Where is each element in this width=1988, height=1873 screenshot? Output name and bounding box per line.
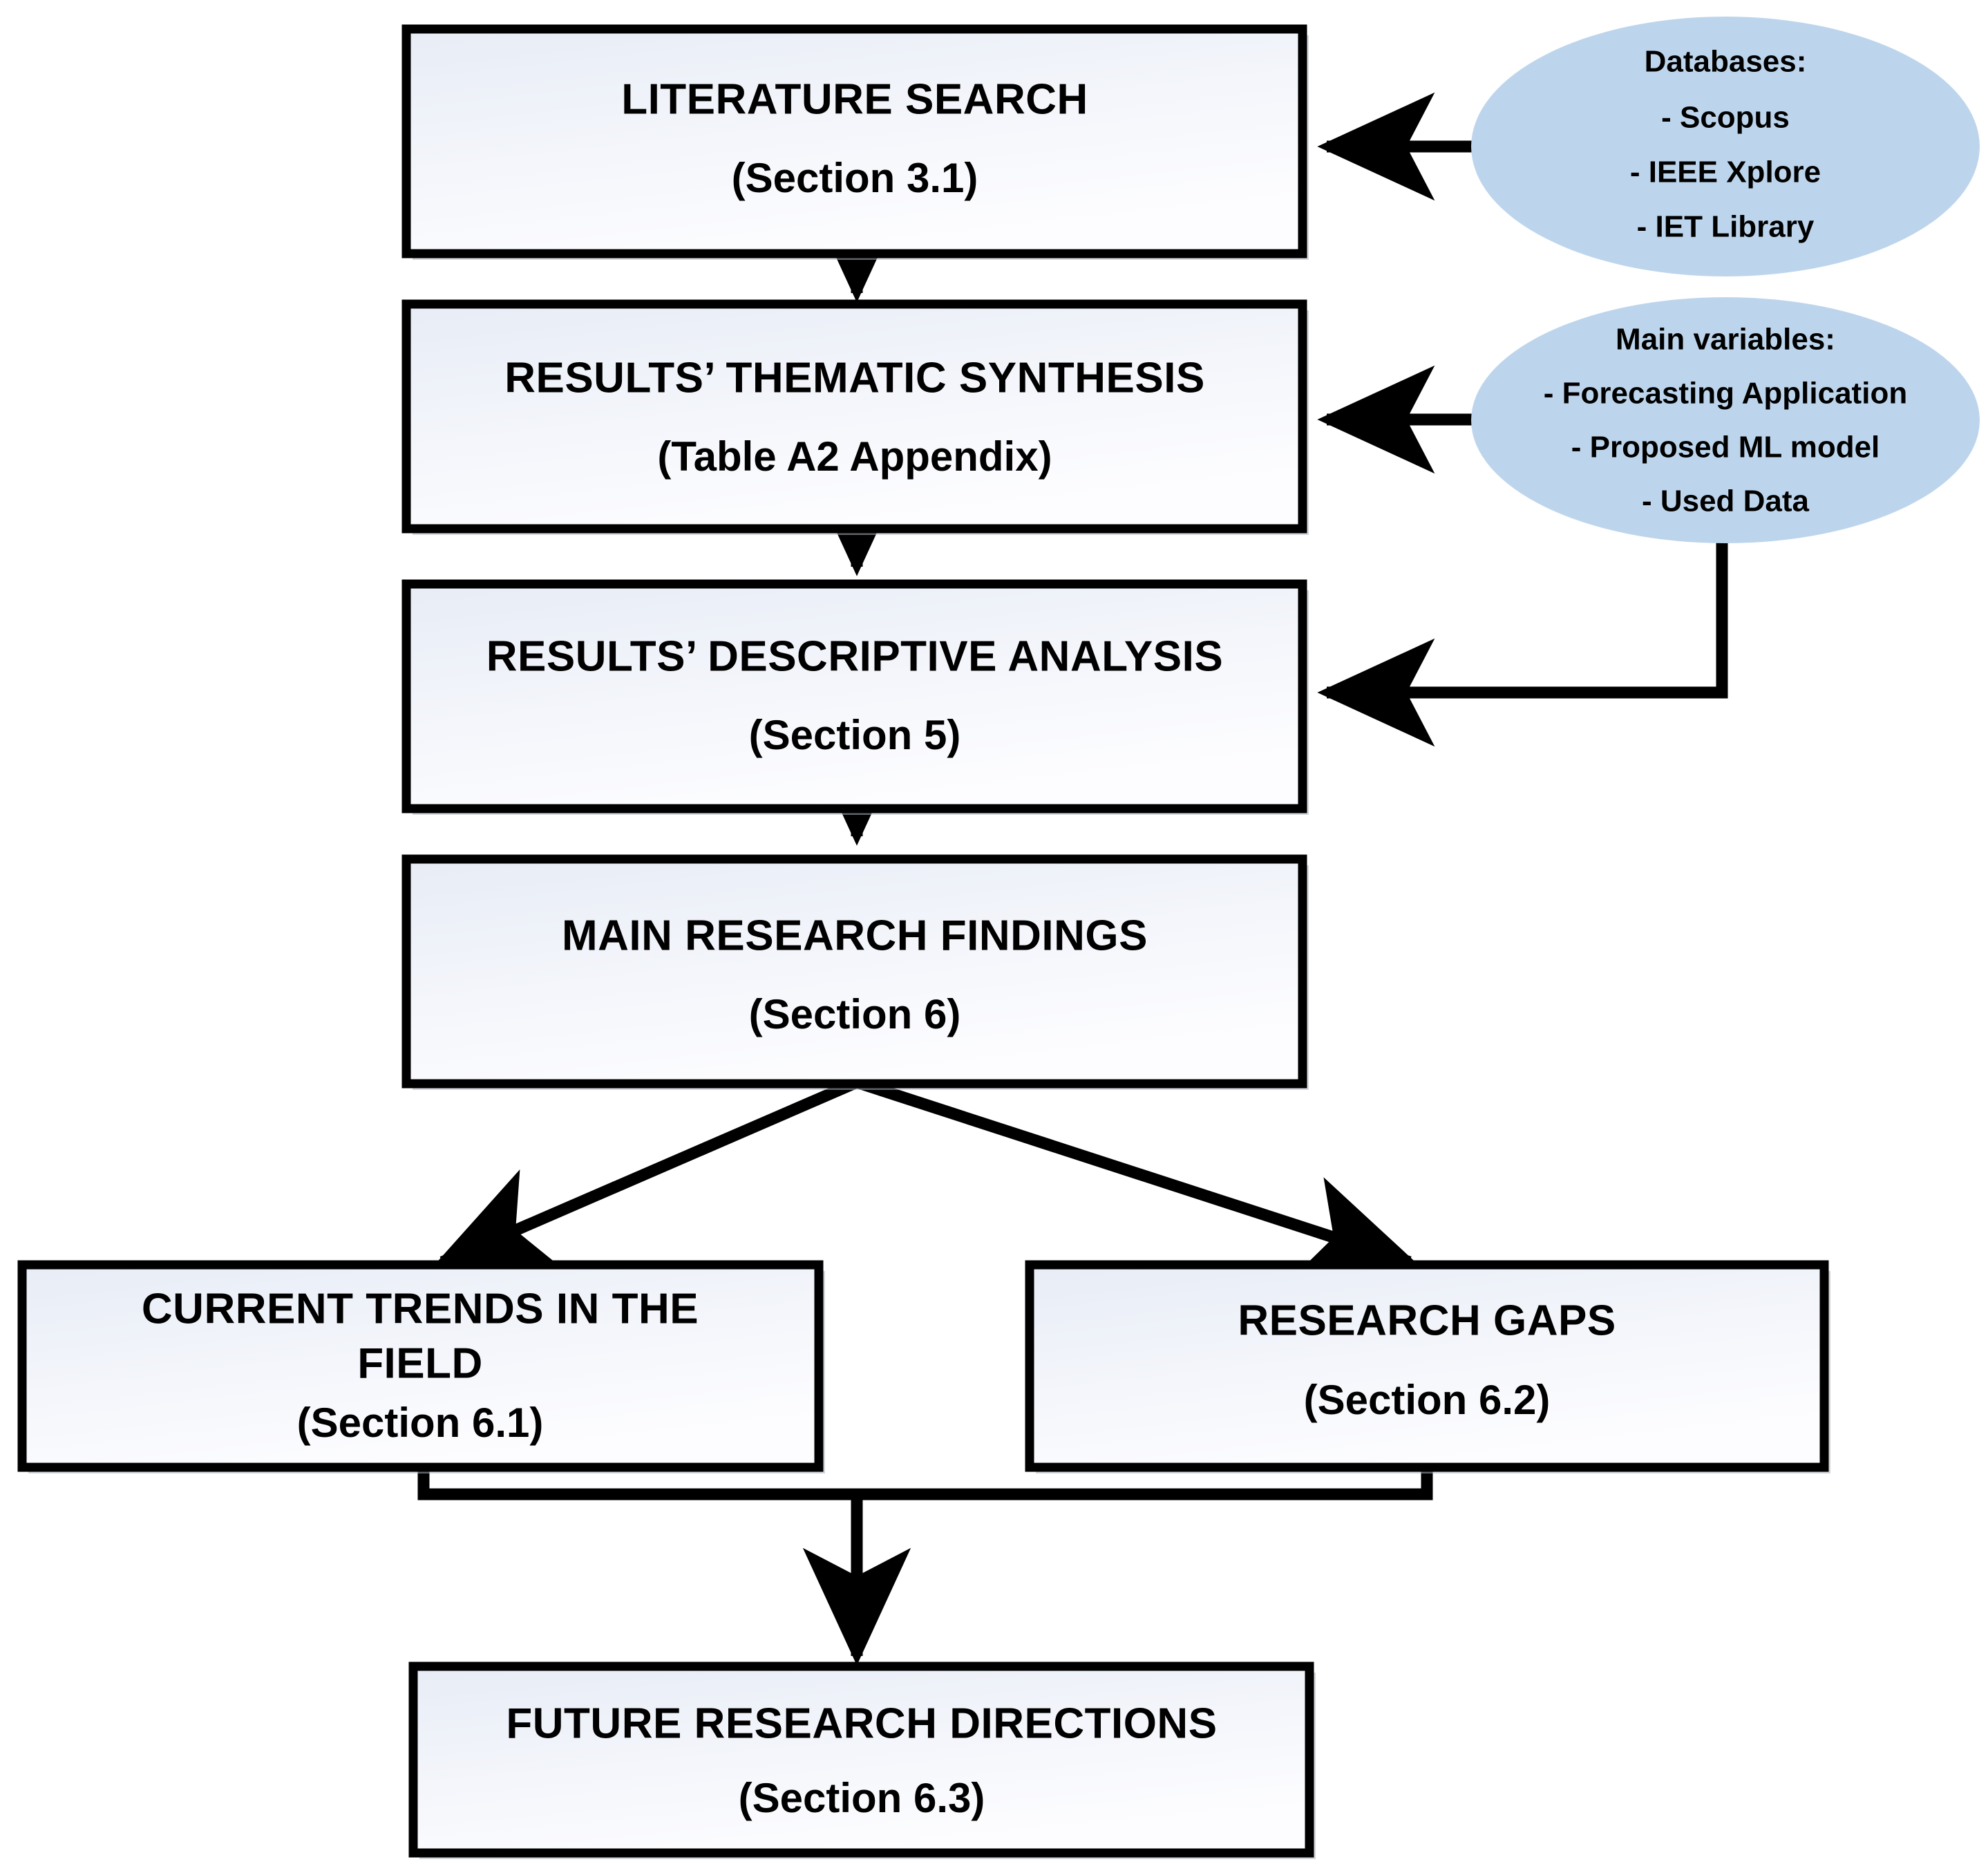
box-results-descriptive-analysis-subtitle: (Section 5) bbox=[749, 712, 961, 758]
box-results-descriptive-analysis[interactable]: RESULTS’ DESCRIPTIVE ANALYSIS (Section 5… bbox=[401, 579, 1309, 815]
box-future-research-directions-subtitle: (Section 6.3) bbox=[739, 1775, 985, 1821]
callout-databases-item-2: - IET Library bbox=[1637, 210, 1815, 244]
box-research-gaps[interactable]: RESEARCH GAPS (Section 6.2) bbox=[1025, 1260, 1830, 1474]
box-current-trends-subtitle: (Section 6.1) bbox=[297, 1400, 544, 1446]
box-main-research-findings-title: MAIN RESEARCH FINDINGS bbox=[562, 912, 1148, 959]
box-results-thematic-synthesis-title: RESULTS’ THEMATIC SYNTHESIS bbox=[504, 354, 1205, 402]
box-main-research-findings-subtitle: (Section 6) bbox=[749, 991, 961, 1037]
box-literature-search-title: LITERATURE SEARCH bbox=[621, 75, 1088, 123]
box-results-thematic-synthesis[interactable]: RESULTS’ THEMATIC SYNTHESIS (Table A2 Ap… bbox=[401, 299, 1309, 535]
connector-variables-to-descriptive-analysis bbox=[1317, 539, 1728, 747]
box-results-thematic-synthesis-subtitle: (Table A2 Appendix) bbox=[657, 433, 1052, 480]
connector-main-findings-to-current-trends bbox=[433, 1077, 860, 1269]
callout-databases-item-0: - Scopus bbox=[1661, 101, 1790, 135]
connector-merge-branches bbox=[417, 1471, 1433, 1500]
box-main-research-findings[interactable]: MAIN RESEARCH FINDINGS (Section 6) bbox=[401, 854, 1309, 1090]
callout-main-variables-item-0: - Forecasting Application bbox=[1544, 377, 1907, 411]
callout-databases-heading: Databases: bbox=[1645, 45, 1807, 79]
callout-main-variables[interactable]: Main variables: - Forecasting Applicatio… bbox=[1471, 297, 1980, 543]
box-current-trends-title-line2: FIELD bbox=[357, 1339, 483, 1387]
box-results-descriptive-analysis-title: RESULTS’ DESCRIPTIVE ANALYSIS bbox=[486, 632, 1223, 680]
box-literature-search-subtitle: (Section 3.1) bbox=[732, 155, 978, 201]
callout-main-variables-item-2: - Used Data bbox=[1642, 484, 1810, 518]
box-current-trends[interactable]: CURRENT TRENDS IN THE FIELD (Section 6.1… bbox=[17, 1260, 825, 1474]
callout-databases-item-1: - IEEE Xplore bbox=[1630, 156, 1821, 189]
callout-main-variables-item-1: - Proposed ML model bbox=[1571, 431, 1880, 464]
callout-main-variables-heading: Main variables: bbox=[1616, 323, 1835, 357]
connector-main-findings-to-research-gaps bbox=[855, 1076, 1419, 1281]
box-literature-search[interactable]: LITERATURE SEARCH (Section 3.1) bbox=[401, 24, 1309, 260]
box-future-research-directions[interactable]: FUTURE RESEARCH DIRECTIONS (Section 6.3) bbox=[408, 1662, 1316, 1859]
box-current-trends-title-line1: CURRENT TRENDS IN THE bbox=[142, 1285, 699, 1333]
box-research-gaps-title: RESEARCH GAPS bbox=[1238, 1297, 1616, 1344]
callout-databases[interactable]: Databases: - Scopus - IEEE Xplore - IET … bbox=[1471, 17, 1980, 276]
box-future-research-directions-title: FUTURE RESEARCH DIRECTIONS bbox=[506, 1700, 1217, 1747]
box-research-gaps-subtitle: (Section 6.2) bbox=[1304, 1377, 1551, 1423]
